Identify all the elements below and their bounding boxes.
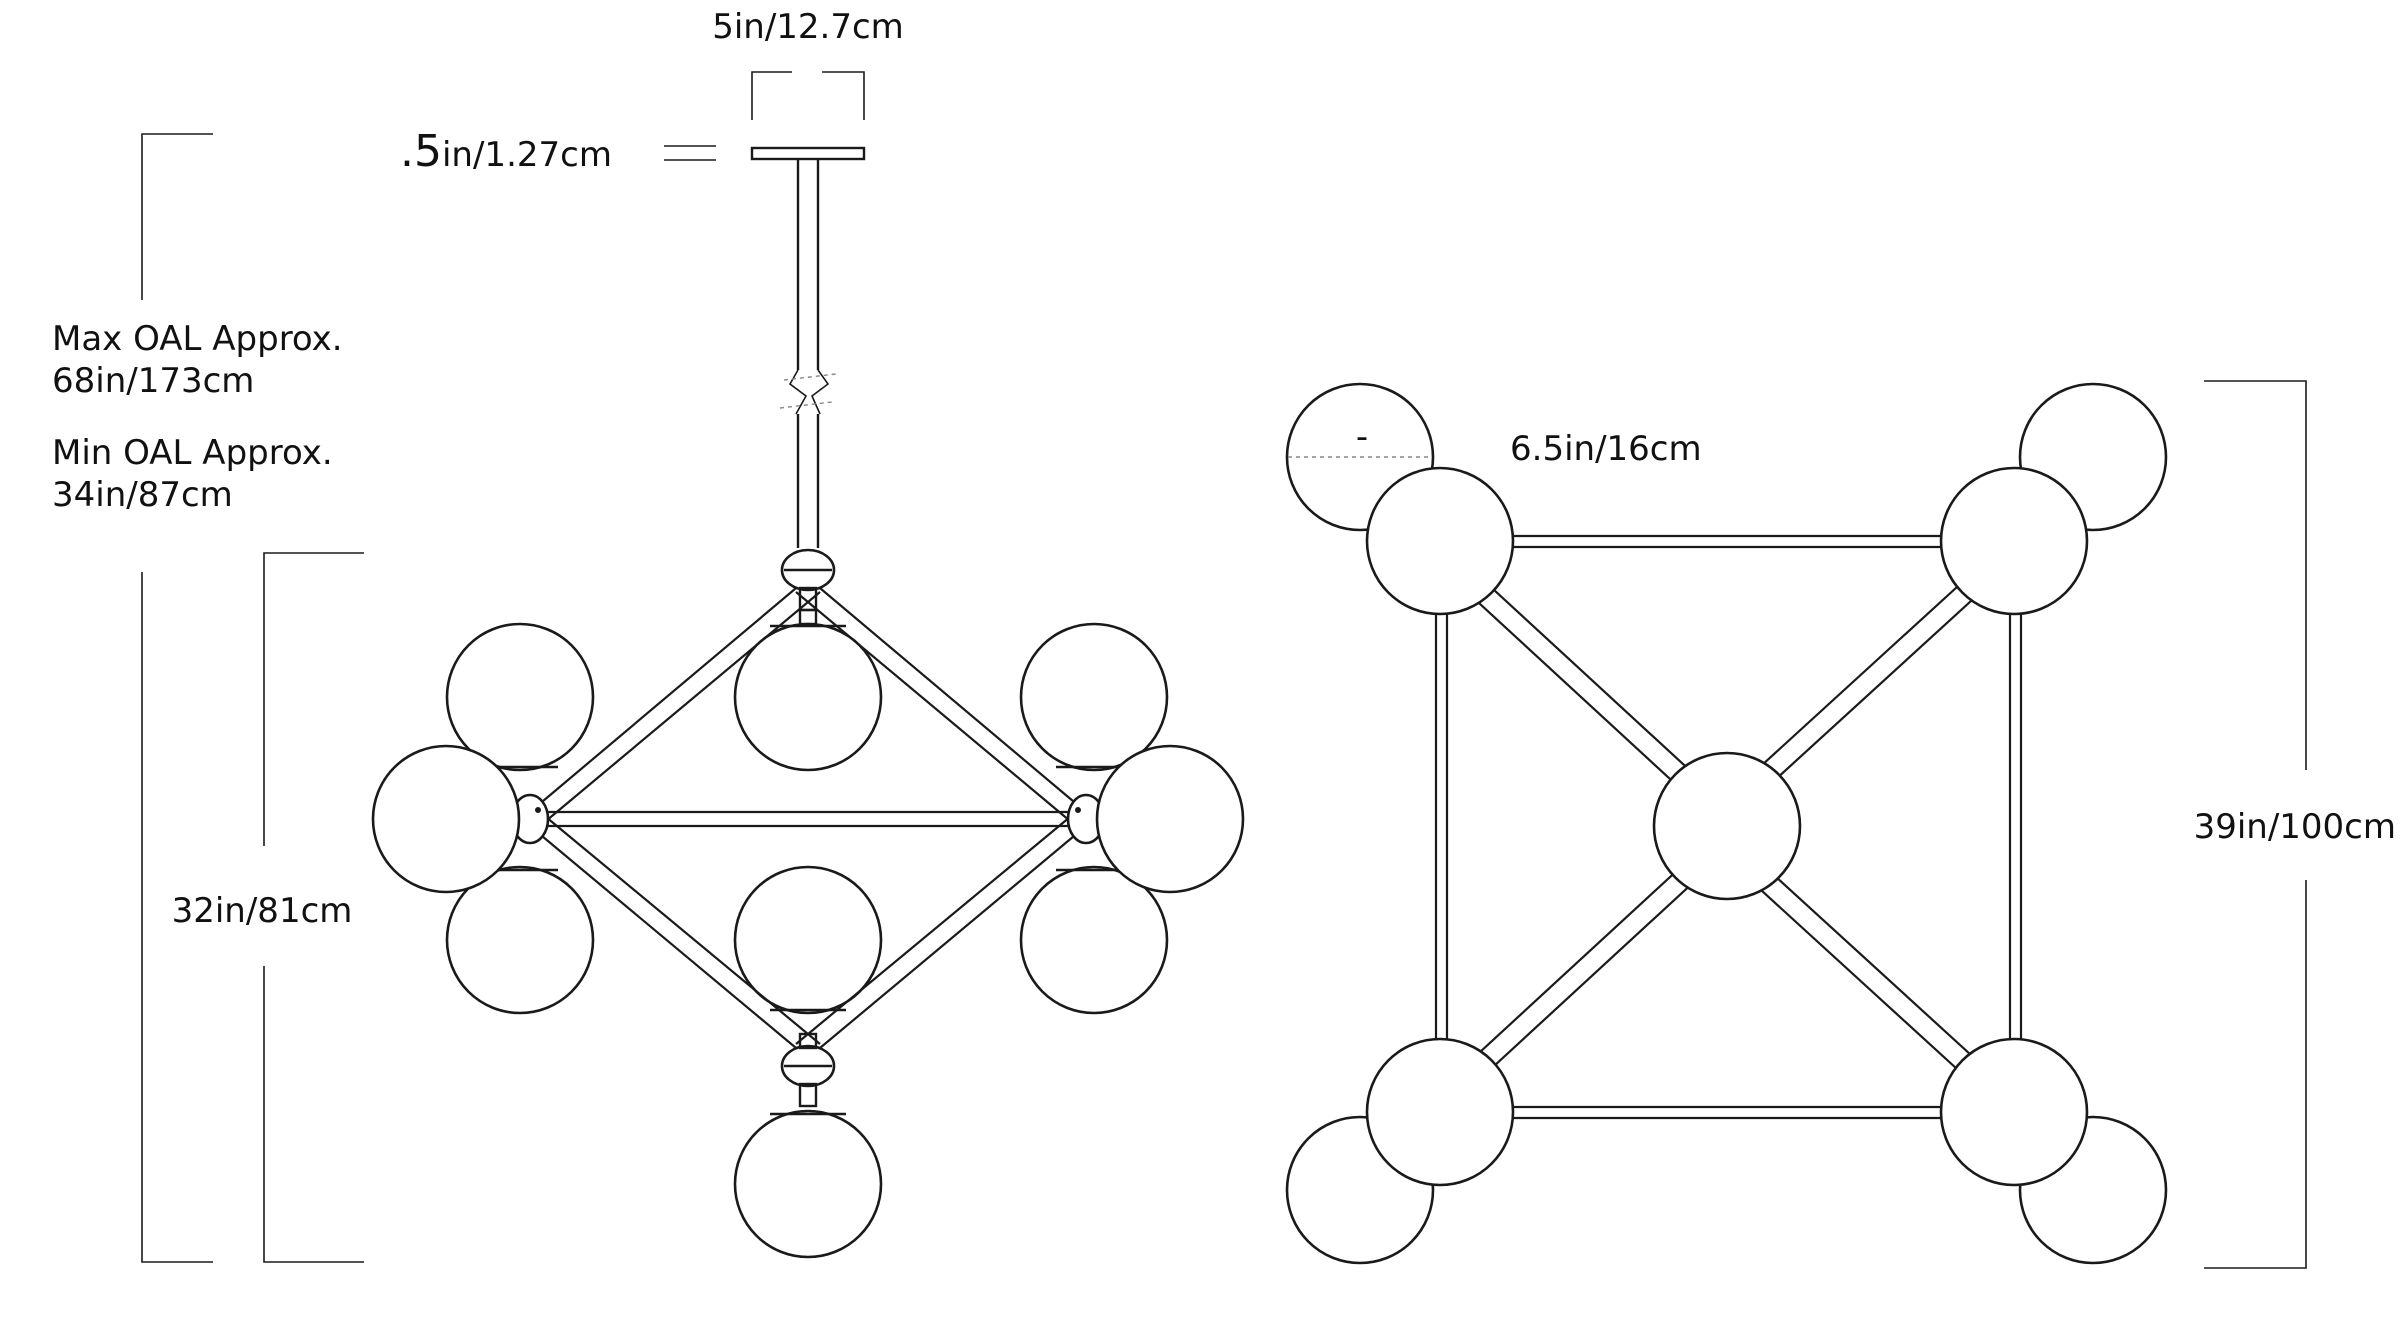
min-oal-label: Min OAL Approx. <box>52 433 333 473</box>
globe-back-upper-left <box>445 622 595 772</box>
hub-joints <box>510 548 1106 1108</box>
side-elevation: 5in/12.7cm .5in/1.27cm Max OAL Approx <box>52 7 1245 1263</box>
globe-back-lower-left <box>445 865 595 1015</box>
suspension-rod <box>779 159 837 548</box>
top-globe-corner-top-left <box>1365 466 1515 616</box>
top-view: - 6.5in/16cm 39in/100cm <box>1285 380 2396 1269</box>
globe-side-right <box>1095 744 1245 894</box>
oal-bracket-top <box>141 133 213 300</box>
top-globe-corner-bottom-right <box>1939 1037 2089 1187</box>
top-globe-corner-top-right <box>1939 466 2089 616</box>
body-height-label: 32in/81cm <box>172 891 353 931</box>
top-width-bracket-bottom <box>2204 880 2307 1269</box>
globe-back-lower-right <box>1019 865 1169 1015</box>
globe-bottom <box>733 1109 883 1259</box>
frame-arms <box>529 577 1087 1059</box>
max-oal-value: 68in/173cm <box>52 361 254 401</box>
canopy-plate <box>750 146 866 161</box>
canopy-width-dimension <box>751 71 865 120</box>
globe-diameter-mark: - <box>1356 417 1368 457</box>
top-width-bracket-top <box>2204 380 2307 770</box>
canopy-height-unit: in/1.27cm <box>442 135 612 175</box>
oal-bracket-bottom <box>141 572 213 1263</box>
max-oal-label: Max OAL Approx. <box>52 319 343 359</box>
globe-side-left <box>371 744 521 894</box>
globe-back-upper-right <box>1019 622 1169 772</box>
canopy-height-dimension <box>664 145 716 161</box>
globe-diameter-label: 6.5in/16cm <box>1510 429 1702 469</box>
top-width-label: 39in/100cm <box>2194 807 2396 847</box>
canopy-width-label: 5in/12.7cm <box>712 7 904 47</box>
top-globe-center <box>1652 751 1802 901</box>
top-globe-corner-bottom-left <box>1365 1037 1515 1187</box>
body-height-bracket-top <box>263 552 364 846</box>
globe-back-lower-center <box>733 865 883 1015</box>
top-frame <box>1434 534 2023 1120</box>
min-oal-value: 34in/87cm <box>52 475 233 515</box>
canopy-height-number: .5 <box>400 126 442 177</box>
canopy-height-label: .5in/1.27cm <box>400 126 612 177</box>
body-height-bracket-bottom <box>263 966 364 1263</box>
